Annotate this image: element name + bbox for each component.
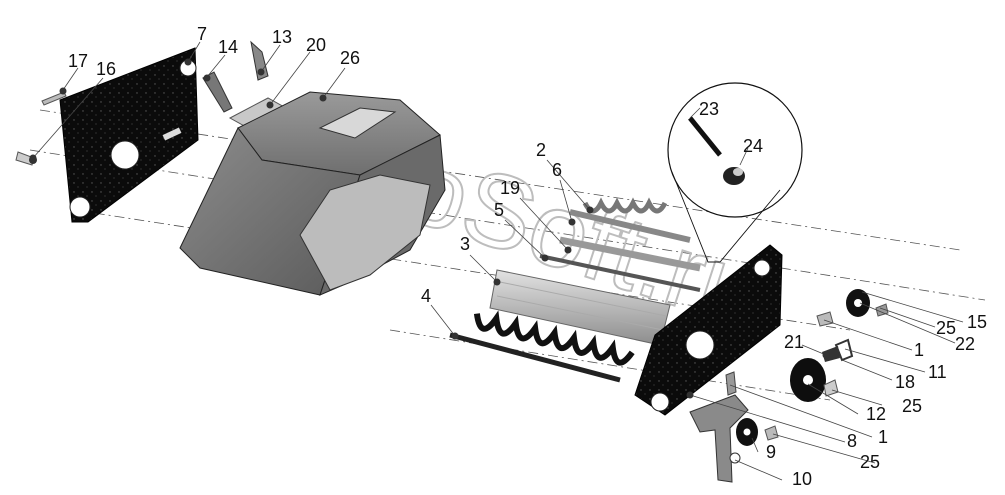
callout-26: 26 <box>340 48 360 68</box>
callout-8: 8 <box>847 431 857 451</box>
callout-25-mid: 25 <box>902 396 922 416</box>
callout-4: 4 <box>421 286 431 306</box>
auger-2 <box>569 197 691 243</box>
left-side-plate <box>59 47 199 223</box>
shaft-5 <box>539 254 701 292</box>
pulley-12 <box>790 358 839 402</box>
callout-17: 17 <box>68 51 88 71</box>
callout-1-mid: 1 <box>878 427 888 447</box>
detail-balloon <box>667 82 803 263</box>
callout-14: 14 <box>218 37 238 57</box>
callout-18: 18 <box>895 372 915 392</box>
callout-6: 6 <box>552 160 562 180</box>
disc-15-22 <box>816 289 889 327</box>
callout-20: 20 <box>306 35 326 55</box>
callout-23: 23 <box>699 99 719 119</box>
callout-2: 2 <box>536 140 546 160</box>
auger-4 <box>449 310 635 383</box>
bracket-10 <box>689 394 749 483</box>
callout-dots <box>29 58 830 399</box>
leader-lines <box>32 41 964 481</box>
callout-7: 7 <box>197 24 207 44</box>
callout-11: 11 <box>928 362 947 382</box>
callout-12: 12 <box>866 404 886 424</box>
callout-24: 24 <box>743 136 763 156</box>
callout-3: 3 <box>460 234 470 254</box>
callout-10: 10 <box>792 469 812 489</box>
callout-13: 13 <box>272 27 292 47</box>
parts-21-11-18 <box>822 338 854 362</box>
bar-19 <box>559 236 701 272</box>
callout-labels: 17 16 7 14 13 20 26 23 24 2 6 19 5 3 4 2… <box>68 24 987 489</box>
pulley-9 <box>736 418 779 446</box>
callout-22: 22 <box>955 334 975 354</box>
callout-9: 9 <box>766 442 776 462</box>
bracket-14 <box>202 71 233 113</box>
callout-1-top: 1 <box>914 340 924 360</box>
callout-16: 16 <box>96 59 116 79</box>
callout-5: 5 <box>494 200 504 220</box>
callout-19: 19 <box>500 178 520 198</box>
callout-25-top: 25 <box>936 318 956 338</box>
callout-15: 15 <box>967 312 987 332</box>
callout-21: 21 <box>784 332 804 352</box>
right-side-plate <box>634 244 783 416</box>
lever-8 <box>725 371 737 396</box>
bolt-17 <box>41 91 67 106</box>
housing-26 <box>179 91 446 296</box>
callout-25-bottom: 25 <box>860 452 880 472</box>
